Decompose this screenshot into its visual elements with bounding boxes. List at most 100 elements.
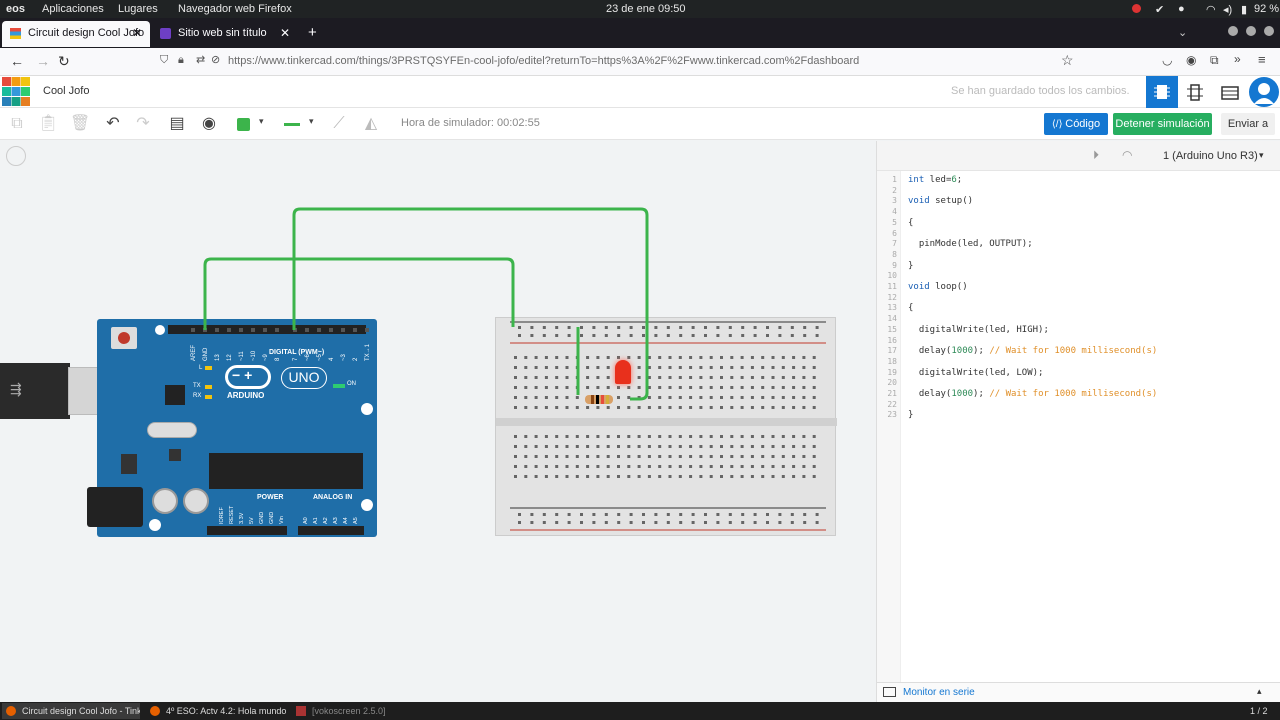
breadboard-hole[interactable]	[586, 455, 590, 458]
breadboard-hole[interactable]	[691, 326, 695, 329]
breadboard-hole[interactable]	[617, 475, 620, 478]
breadboard-hole[interactable]	[790, 513, 794, 516]
redo-icon[interactable]: ↷	[136, 115, 150, 132]
breadboard-hole[interactable]	[606, 435, 610, 438]
breadboard-hole[interactable]	[565, 445, 569, 448]
breadboard-hole[interactable]	[720, 435, 723, 438]
close-icon[interactable]: ✕	[279, 26, 290, 40]
check-icon[interactable]: ✔	[1155, 4, 1165, 16]
breadboard-hole[interactable]	[627, 435, 631, 438]
breadboard-hole[interactable]	[542, 513, 546, 516]
breadboard-hole[interactable]	[606, 406, 610, 409]
breadboard-hole[interactable]	[555, 356, 559, 359]
serial-monitor-label[interactable]: Monitor en serie	[903, 687, 975, 698]
breadboard-hole[interactable]	[647, 455, 651, 458]
breadboard-hole[interactable]	[699, 366, 703, 369]
breadboard-hole[interactable]	[781, 386, 785, 389]
chevron-up-icon[interactable]: ▴	[1257, 686, 1262, 696]
breadboard-hole[interactable]	[750, 376, 754, 379]
breadboard-hole[interactable]	[637, 356, 641, 359]
breadboard-hole[interactable]	[544, 356, 548, 359]
breadboard-hole[interactable]	[627, 475, 631, 478]
breadboard-hole[interactable]	[617, 521, 621, 524]
breadboard-hole[interactable]	[586, 356, 590, 359]
header-pin[interactable]	[215, 328, 219, 332]
breadboard-hole[interactable]	[586, 376, 590, 379]
breadboard-hole[interactable]	[812, 396, 816, 399]
breadboard-hole[interactable]	[617, 326, 621, 329]
wifi-icon[interactable]: ◠	[1206, 4, 1216, 16]
breadboard-hole[interactable]	[565, 366, 569, 369]
minimize-icon[interactable]	[1228, 26, 1238, 36]
breadboard-hole[interactable]	[617, 445, 620, 448]
breadboard-hole[interactable]	[716, 521, 720, 524]
breadboard-hole[interactable]	[761, 356, 765, 359]
breadboard-hole[interactable]	[716, 326, 720, 329]
breadboard-hole[interactable]	[740, 435, 744, 438]
breadboard-hole[interactable]	[555, 455, 559, 458]
notes-visibility-icon[interactable]: ◉	[202, 115, 216, 132]
breadboard-hole[interactable]	[720, 475, 723, 478]
breadboard-hole[interactable]	[658, 376, 662, 379]
breadboard-hole[interactable]	[771, 455, 775, 458]
breadboard-hole[interactable]	[750, 465, 754, 468]
breadboard-hole[interactable]	[730, 376, 734, 379]
header-pin[interactable]	[365, 328, 369, 332]
breadboard-hole[interactable]	[514, 475, 517, 478]
breadboard-hole[interactable]	[596, 386, 600, 389]
breadboard-hole[interactable]	[691, 521, 695, 524]
header-pin[interactable]	[251, 328, 255, 332]
breadboard-hole[interactable]	[596, 366, 600, 369]
breadboard-hole[interactable]	[555, 406, 559, 409]
circuit-view-button[interactable]	[1146, 76, 1178, 108]
breadboard-hole[interactable]	[771, 366, 775, 369]
breadboard-hole[interactable]	[544, 465, 548, 468]
breadboard-hole[interactable]	[740, 366, 744, 369]
breadboard-hole[interactable]	[741, 334, 745, 337]
breadboard-hole[interactable]	[666, 513, 670, 516]
breadboard-hole[interactable]	[803, 334, 807, 337]
breadboard-hole[interactable]	[679, 521, 683, 524]
breadboard-hole[interactable]	[514, 465, 517, 468]
breadboard-hole[interactable]	[704, 513, 707, 516]
breadboard-hole[interactable]	[542, 326, 546, 329]
os-menu-firefox[interactable]: Navegador web Firefox	[178, 3, 292, 15]
breadboard-hole[interactable]	[555, 513, 559, 516]
breadboard-hole[interactable]	[802, 475, 806, 478]
breadboard-hole[interactable]	[730, 396, 734, 399]
breadboard-hole[interactable]	[575, 435, 579, 438]
breadboard-hole[interactable]	[771, 465, 775, 468]
breadboard-hole[interactable]	[580, 334, 583, 337]
breadboard-hole[interactable]	[524, 386, 528, 389]
breadboard-hole[interactable]	[524, 465, 528, 468]
breadboard-hole[interactable]	[514, 386, 517, 389]
breadboard-hole[interactable]	[629, 521, 633, 524]
breadboard-hole[interactable]	[534, 435, 538, 438]
volume-icon[interactable]: ◂)	[1223, 4, 1233, 16]
breadboard-hole[interactable]	[815, 513, 819, 516]
breadboard-hole[interactable]	[530, 334, 534, 337]
breadboard-hole[interactable]	[530, 326, 534, 329]
breadboard-hole[interactable]	[534, 455, 538, 458]
breadboard-hole[interactable]	[586, 435, 590, 438]
breadboard-hole[interactable]	[575, 455, 579, 458]
breadboard-hole[interactable]	[781, 465, 785, 468]
breadboard-hole[interactable]	[730, 475, 734, 478]
breadboard-hole[interactable]	[654, 513, 658, 516]
breadboard-hole[interactable]	[678, 435, 682, 438]
breadboard-hole[interactable]	[812, 435, 816, 438]
breadboard-hole[interactable]	[567, 513, 571, 516]
breadboard-hole[interactable]	[604, 326, 608, 329]
code-line[interactable]: void setup()	[908, 196, 974, 207]
breadboard-hole[interactable]	[617, 465, 620, 468]
breadboard-hole[interactable]	[542, 521, 546, 524]
breadboard-hole[interactable]	[542, 334, 546, 337]
battery-icon[interactable]: ▮	[1241, 4, 1248, 16]
breadboard-hole[interactable]	[781, 356, 785, 359]
breadboard-hole[interactable]	[627, 455, 631, 458]
breadboard-hole[interactable]	[678, 406, 682, 409]
breadboard-hole[interactable]	[679, 326, 683, 329]
breadboard-hole[interactable]	[668, 396, 672, 399]
breadboard-hole[interactable]	[792, 435, 796, 438]
breadboard-hole[interactable]	[728, 326, 732, 329]
